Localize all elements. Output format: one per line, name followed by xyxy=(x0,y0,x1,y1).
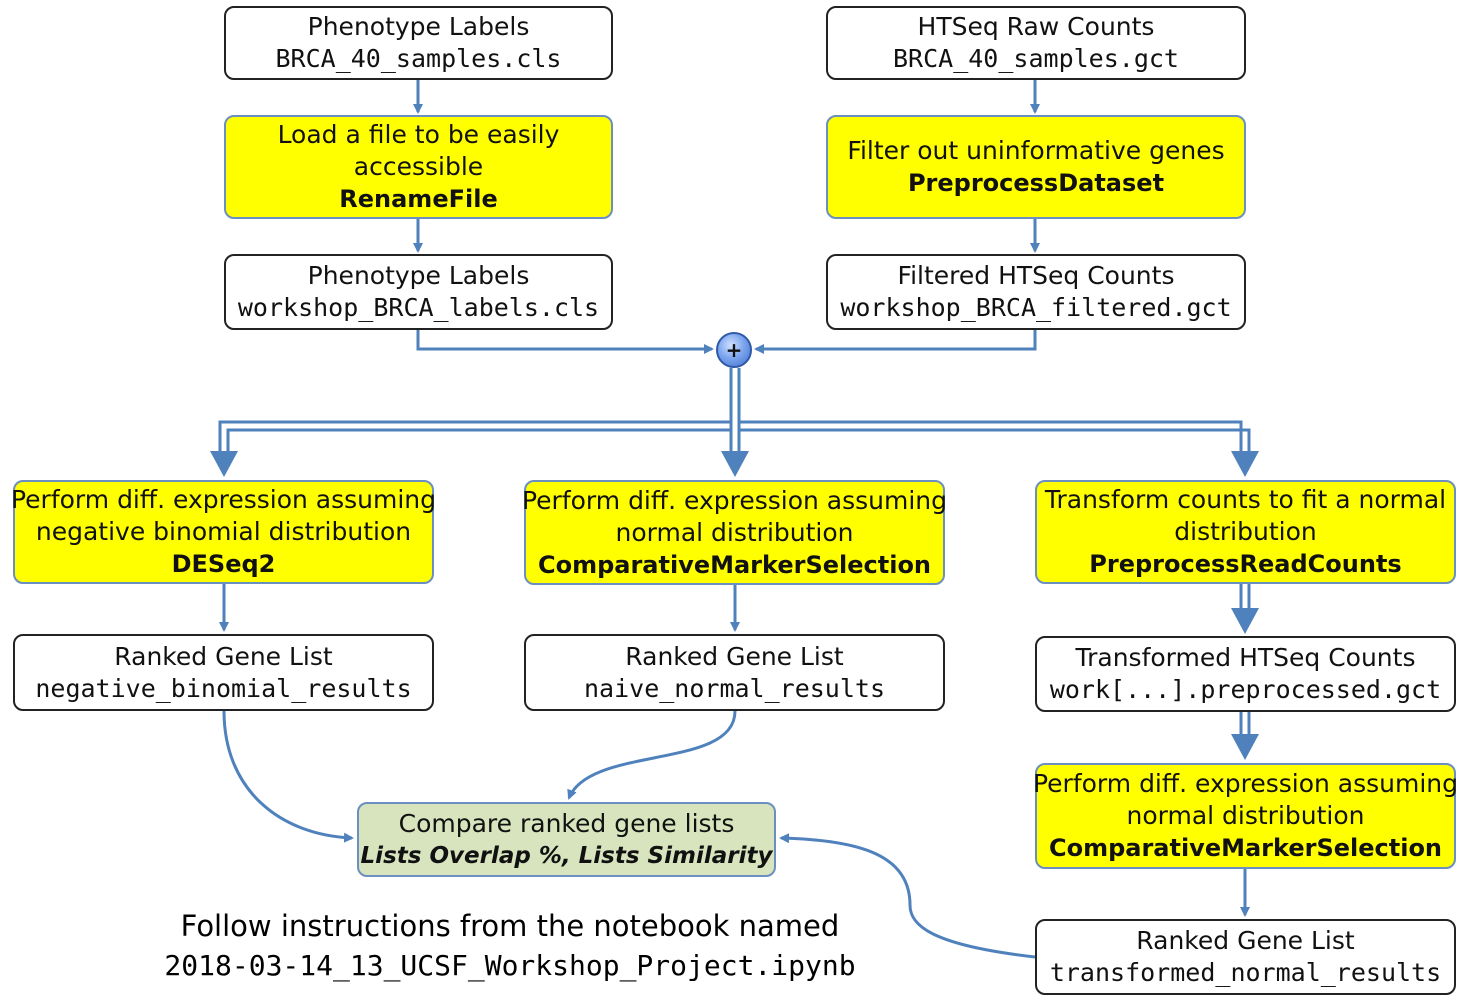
footer-notebook-name: 2018-03-14_13_UCSF_Workshop_Project.ipyn… xyxy=(164,949,856,982)
node-module: ComparativeMarkerSelection xyxy=(537,550,932,579)
node-description-line2: negative binomial distribution xyxy=(35,517,412,546)
node-file: negative_binomial_results xyxy=(35,673,412,703)
node-description-line1: Perform diff. expression assuming xyxy=(521,485,948,515)
node-file: naive_normal_results xyxy=(583,673,886,703)
node-modules: Lists Overlap %, Lists Similarity xyxy=(360,842,773,869)
node-title: HTSeq Raw Counts xyxy=(917,12,1155,41)
curve-rank-nn-to-compare xyxy=(567,710,737,800)
counts-input-node: HTSeq Raw Counts BRCA_40_samples.gct xyxy=(826,6,1246,80)
curve-rank-tn-to-compare xyxy=(779,833,1036,959)
arrowhead-to-cms1 xyxy=(721,451,749,477)
filtered-counts-node: Filtered HTSeq Counts workshop_BRCA_filt… xyxy=(826,254,1246,330)
node-description-line1: Load a file to be easily xyxy=(277,120,560,149)
node-file: BRCA_40_samples.cls xyxy=(275,44,562,73)
arrowhead-to-cms2 xyxy=(1231,734,1259,760)
compare-node: Compare ranked gene lists Lists Overlap … xyxy=(357,802,776,877)
split-connectors xyxy=(218,368,1251,452)
arrow-labels-to-join xyxy=(416,330,714,354)
node-description-line1: Filter out uninformative genes xyxy=(847,136,1225,165)
ranked-list-nb-node: Ranked Gene List negative_binomial_resul… xyxy=(13,634,434,711)
curve-rank-nb-to-compare xyxy=(222,710,354,843)
arrowhead-to-deseq2 xyxy=(210,451,238,477)
node-description-line2: accessible xyxy=(353,152,484,181)
node-title: Filtered HTSeq Counts xyxy=(897,261,1175,290)
node-description-line2: normal distribution xyxy=(615,517,854,547)
ranked-list-tn-node: Ranked Gene List transformed_normal_resu… xyxy=(1035,919,1456,995)
node-title: Transformed HTSeq Counts xyxy=(1075,643,1416,672)
footer-instructions: Follow instructions from the notebook na… xyxy=(60,906,960,986)
node-file: BRCA_40_samples.gct xyxy=(893,44,1179,73)
join-node: + xyxy=(716,332,752,368)
node-file: workshop_BRCA_filtered.gct xyxy=(840,293,1232,322)
node-module: PreprocessDataset xyxy=(907,169,1165,197)
phenotype-output-node: Phenotype Labels workshop_BRCA_labels.cl… xyxy=(224,254,613,330)
node-description-line2: distribution xyxy=(1174,517,1317,546)
node-description-line1: Transform counts to fit a normal xyxy=(1044,485,1447,514)
node-title: Phenotype Labels xyxy=(307,12,530,41)
double-connector-preprocessreadcounts-transformed xyxy=(1239,584,1251,610)
footer-line1: Follow instructions from the notebook na… xyxy=(180,909,840,943)
node-module: DESeq2 xyxy=(171,550,276,578)
renamefile-node: Load a file to be easily accessible Rena… xyxy=(224,115,613,219)
node-file: workshop_BRCA_labels.cls xyxy=(237,293,600,322)
node-file: transformed_normal_results xyxy=(1049,958,1442,987)
cms-node-1: Perform diff. expression assuming normal… xyxy=(521,480,948,585)
node-module: RenameFile xyxy=(339,185,498,213)
node-title: Ranked Gene List xyxy=(1136,926,1355,955)
arrow-filtered-to-join xyxy=(754,330,1037,354)
node-title: Ranked Gene List xyxy=(114,641,333,671)
node-module: PreprocessReadCounts xyxy=(1089,550,1402,578)
arrowhead-to-transformed xyxy=(1231,608,1259,634)
node-description-line1: Compare ranked gene lists xyxy=(398,808,735,838)
ranked-list-nn-node: Ranked Gene List naive_normal_results xyxy=(524,634,945,711)
transformed-counts-node: Transformed HTSeq Counts work[...].prepr… xyxy=(1035,636,1456,712)
node-module: ComparativeMarkerSelection xyxy=(1048,834,1443,862)
node-title: Ranked Gene List xyxy=(625,641,844,671)
cms-node-2: Perform diff. expression assuming normal… xyxy=(1032,763,1459,869)
arrowhead-to-preprocessreadcounts xyxy=(1231,451,1259,477)
node-description-line2: normal distribution xyxy=(1126,801,1365,830)
double-connector-transformed-cms2 xyxy=(1239,712,1251,736)
phenotype-input-node: Phenotype Labels BRCA_40_samples.cls xyxy=(224,6,613,80)
preprocessdataset-node: Filter out uninformative genes Preproces… xyxy=(826,115,1246,219)
deseq2-node: Perform diff. expression assuming negati… xyxy=(10,480,437,584)
preprocessreadcounts-node: Transform counts to fit a normal distrib… xyxy=(1035,480,1456,584)
node-file: work[...].preprocessed.gct xyxy=(1049,675,1442,704)
node-title: Phenotype Labels xyxy=(307,261,530,290)
node-description-line1: Perform diff. expression assuming xyxy=(1032,769,1459,798)
node-description-line1: Perform diff. expression assuming xyxy=(10,485,437,514)
